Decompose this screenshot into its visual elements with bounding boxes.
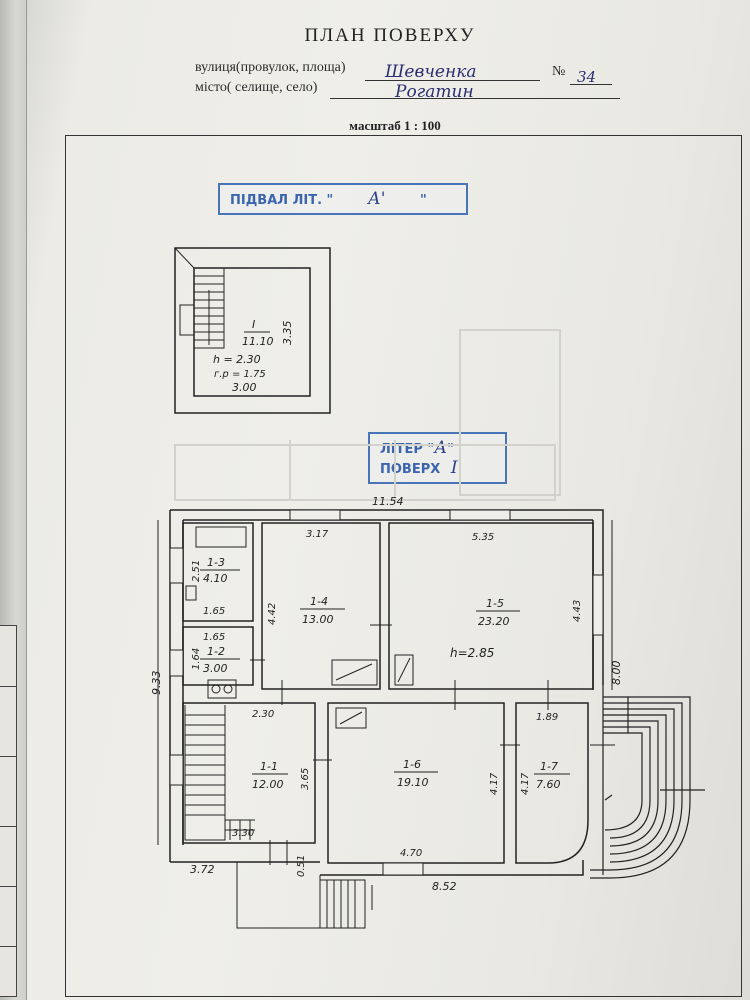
room-1-5-height: 4.43 bbox=[572, 600, 583, 622]
basement-depth: 3.35 bbox=[281, 321, 294, 346]
city-value: Рогатин bbox=[395, 82, 474, 102]
room-1-3-height: 2.51 bbox=[191, 560, 202, 582]
scale-label: масштаб 1 : 100 bbox=[349, 118, 441, 133]
room-1-2-id: 1-2 bbox=[207, 645, 225, 658]
number-underline bbox=[570, 84, 612, 85]
bleed-through-lines bbox=[174, 329, 561, 501]
number-value: 34 bbox=[577, 68, 597, 86]
porch-depth: 0.51 bbox=[296, 855, 307, 877]
room-1-1-height: 3.65 bbox=[300, 768, 311, 790]
room-1-7-height: 4.17 bbox=[520, 772, 531, 795]
floor-stamp-letter: А bbox=[434, 438, 448, 458]
room-1-5-width: 5.35 bbox=[472, 532, 494, 543]
room-1-2-area: 3.00 bbox=[203, 662, 228, 675]
room-1-4-area: 13.00 bbox=[302, 613, 334, 626]
room-1-5-area: 23.20 bbox=[478, 615, 510, 628]
entry-porch bbox=[236, 862, 366, 929]
number-label: № bbox=[552, 64, 566, 79]
room-1-6-area: 19.10 bbox=[397, 776, 429, 789]
room-1-1-id: 1-1 bbox=[260, 760, 278, 773]
bottom-left-width: 3.72 bbox=[190, 863, 215, 876]
basement-room-id: I bbox=[252, 318, 255, 331]
room-1-3-id: 1-3 bbox=[207, 556, 225, 569]
room-1-3-area: 4.10 bbox=[203, 572, 228, 585]
room-1-3-width: 1.65 bbox=[203, 606, 225, 617]
stove-icon bbox=[207, 679, 237, 699]
street-label: вулиця(провулок, площа) bbox=[195, 60, 346, 75]
street-value: Шевченка bbox=[385, 62, 477, 82]
room-1-2-height: 1.64 bbox=[191, 648, 202, 670]
dimension-lines bbox=[157, 520, 613, 845]
terrace-steps bbox=[590, 685, 705, 879]
basement-stamp-letter: А' bbox=[367, 189, 386, 209]
room-1-1-area: 12.00 bbox=[252, 778, 284, 791]
basement-plan bbox=[174, 247, 331, 414]
room-1-1-width: 2.30 bbox=[252, 709, 274, 720]
drawing-frame bbox=[65, 135, 742, 997]
room-1-6-height: 4.17 bbox=[489, 772, 500, 795]
basement-gp: г.р = 1.75 bbox=[214, 369, 266, 380]
room-1-1-bottom: 3.30 bbox=[232, 828, 254, 839]
city-label: місто( селище, село) bbox=[195, 80, 318, 95]
bottom-right-width: 8.52 bbox=[432, 880, 457, 893]
page-title: ПЛАН ПОВЕРХУ bbox=[304, 25, 476, 46]
bath-fixture bbox=[185, 526, 247, 601]
room-1-6-width: 4.70 bbox=[400, 848, 422, 859]
floor-stamp: ЛІТЕР "А" ПОВЕРХ I bbox=[368, 432, 507, 484]
basement-width: 3.00 bbox=[232, 381, 257, 394]
form-strip bbox=[0, 625, 17, 997]
room-1-4-id: 1-4 bbox=[310, 595, 328, 608]
appliance-boxes bbox=[331, 654, 414, 729]
overall-depth: 9.33 bbox=[150, 671, 163, 696]
basement-area: 11.10 bbox=[242, 335, 274, 348]
basement-stamp: ПІДВАЛ ЛІТ. " А' " bbox=[218, 183, 468, 215]
interior-stairs bbox=[184, 705, 255, 841]
door-marks bbox=[250, 624, 615, 910]
room-height: h=2.85 bbox=[450, 646, 494, 660]
basement-stamp-prefix: ПІДВАЛ ЛІТ. " bbox=[230, 193, 334, 208]
basement-height: h = 2.30 bbox=[213, 353, 261, 366]
floor-stamp-number: I bbox=[450, 458, 458, 478]
street-underline bbox=[365, 80, 540, 81]
room-1-7-id: 1-7 bbox=[540, 760, 558, 773]
city-underline bbox=[330, 98, 620, 99]
room-1-7-width: 1.89 bbox=[536, 712, 558, 723]
basement-stamp-suffix: " bbox=[419, 193, 427, 208]
windows bbox=[169, 509, 604, 876]
room-1-5-id: 1-5 bbox=[486, 597, 504, 610]
room-1-6-id: 1-6 bbox=[403, 758, 421, 771]
room-1-7-area: 7.60 bbox=[536, 778, 561, 791]
room-1-4-height: 4.42 bbox=[267, 603, 278, 625]
overall-width: 11.54 bbox=[372, 495, 404, 508]
room-1-4-width: 3.17 bbox=[306, 529, 329, 540]
right-depth: 8.00 bbox=[610, 661, 623, 686]
basement-stairs bbox=[193, 267, 225, 349]
room-1-2-width: 1.65 bbox=[203, 632, 225, 643]
